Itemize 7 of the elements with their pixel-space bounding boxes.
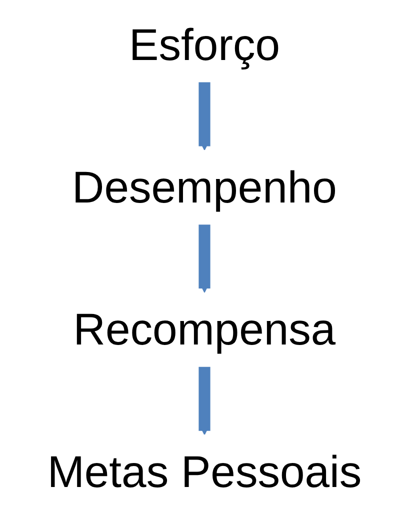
node-text: Metas Pessoais	[47, 446, 362, 497]
arrow	[198, 82, 210, 150]
node-text: Desempenho	[72, 162, 337, 212]
node-text: Esforço	[129, 19, 280, 70]
arrow	[198, 224, 210, 293]
node-text: Recompensa	[73, 304, 336, 354]
arrow	[198, 366, 210, 436]
